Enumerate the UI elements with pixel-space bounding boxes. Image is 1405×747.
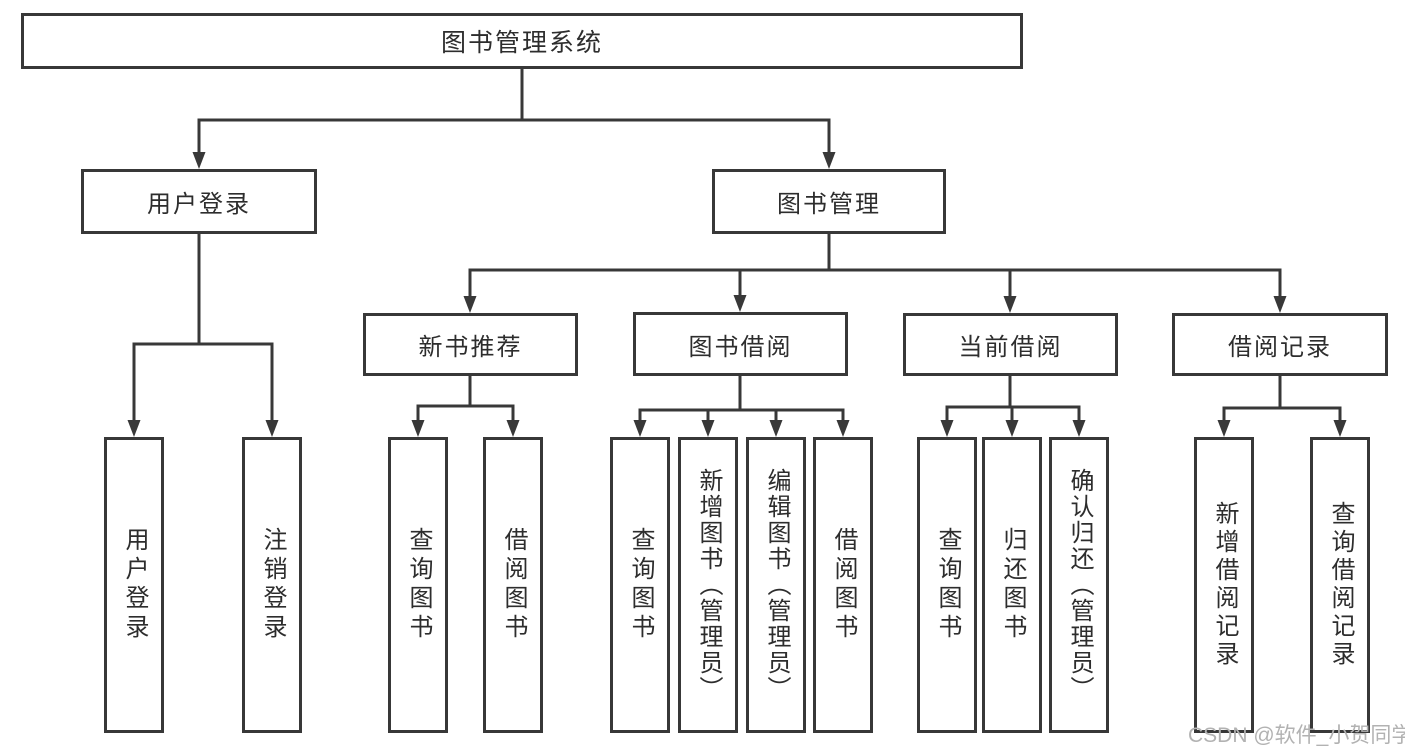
arrow-down-icon	[127, 420, 141, 437]
leaf-add-book-admin: 新增图书（管理员）	[678, 437, 738, 733]
leaf-query-books-borrow: 查询图书	[610, 437, 670, 733]
branch-book-management	[463, 232, 1287, 313]
watermark: CSDN @软件_小贺同学	[1188, 724, 1405, 747]
arrow-down-icon	[733, 295, 747, 312]
node-user-login: 用户登录	[81, 169, 317, 234]
node-library-management-system: 图书管理系统	[21, 13, 1023, 69]
arrow-down-icon	[1273, 296, 1287, 313]
node-book-management: 图书管理	[712, 169, 946, 234]
leaf-borrow-books: 借阅图书	[813, 437, 873, 733]
arrow-down-icon	[940, 420, 954, 437]
node-book-borrow: 图书借阅	[633, 312, 848, 376]
leaf-query-borrow-record: 查询借阅记录	[1310, 437, 1370, 733]
branch-new-book-recommend	[411, 374, 520, 437]
arrow-down-icon	[701, 420, 715, 437]
leaf-user-login: 用户登录	[104, 437, 164, 733]
node-borrow-records: 借阅记录	[1172, 313, 1388, 376]
branch-root	[192, 67, 836, 169]
leaf-query-books-current: 查询图书	[917, 437, 977, 733]
arrow-down-icon	[1333, 420, 1347, 437]
arrow-down-icon	[1217, 420, 1231, 437]
arrow-down-icon	[265, 420, 279, 437]
branch-current-borrow	[940, 374, 1086, 437]
arrow-down-icon	[1005, 420, 1019, 437]
leaf-logout: 注销登录	[242, 437, 302, 733]
leaf-add-borrow-record: 新增借阅记录	[1194, 437, 1254, 733]
branch-user-login	[127, 232, 279, 437]
arrow-down-icon	[1003, 296, 1017, 313]
leaf-query-books-recommend: 查询图书	[388, 437, 448, 733]
node-current-borrow: 当前借阅	[903, 313, 1118, 376]
arrow-down-icon	[822, 152, 836, 169]
branch-book-borrow	[633, 374, 850, 437]
arrow-down-icon	[633, 420, 647, 437]
arrow-down-icon	[411, 420, 425, 437]
arrow-down-icon	[506, 420, 520, 437]
arrow-down-icon	[463, 296, 477, 313]
leaf-edit-book-admin: 编辑图书（管理员）	[746, 437, 806, 733]
arrow-down-icon	[769, 420, 783, 437]
arrow-down-icon	[1072, 420, 1086, 437]
leaf-confirm-return-admin: 确认归还（管理员）	[1049, 437, 1109, 733]
branch-borrow-records	[1217, 374, 1347, 437]
leaf-return-book: 归还图书	[982, 437, 1042, 733]
leaf-borrow-books-recommend: 借阅图书	[483, 437, 543, 733]
arrow-down-icon	[836, 420, 850, 437]
arrow-down-icon	[192, 152, 206, 169]
node-new-book-recommend: 新书推荐	[363, 313, 578, 376]
